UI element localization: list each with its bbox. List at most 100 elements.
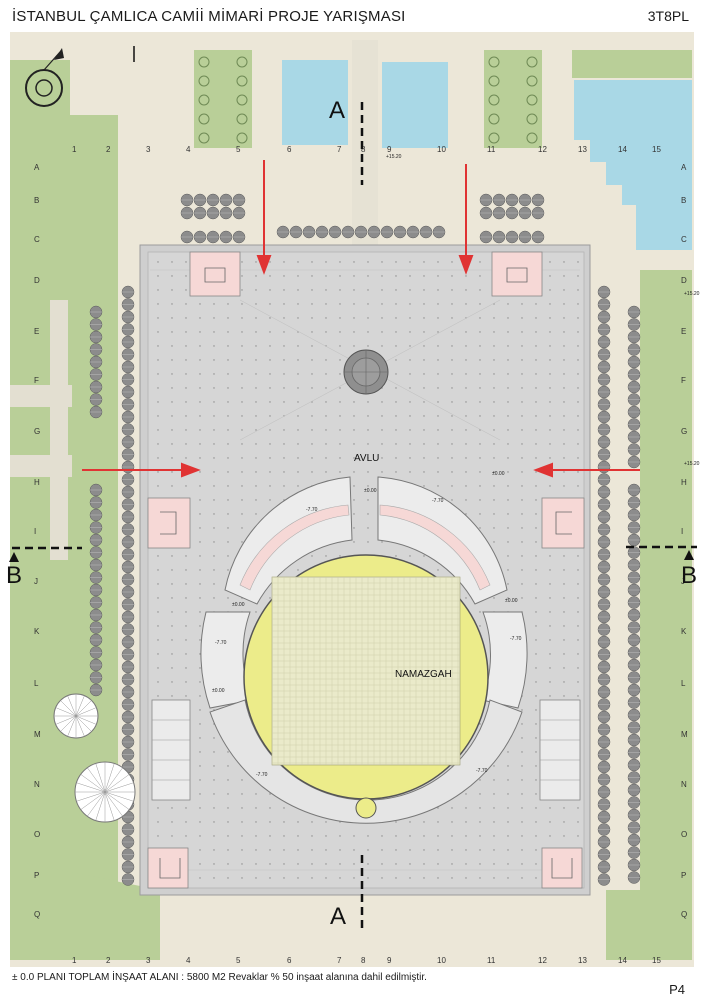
tree-icon	[627, 771, 641, 784]
tree-icon	[232, 206, 246, 220]
tree-icon	[597, 735, 611, 749]
tree-icon	[531, 206, 545, 220]
tree-icon	[393, 225, 407, 239]
tree-icon	[597, 498, 611, 511]
corner-pavilions	[147, 251, 585, 889]
tree-icon	[627, 443, 641, 456]
tree-icon	[121, 548, 135, 561]
tree-icon	[597, 285, 611, 299]
tree-icon	[627, 796, 641, 809]
tree-icon	[627, 821, 641, 834]
tree-icon	[597, 298, 611, 311]
grid-row-label: K	[34, 627, 40, 636]
tree-icon	[597, 660, 611, 674]
tree-icon	[597, 448, 611, 461]
tree-icon	[121, 610, 135, 624]
tree-icon	[627, 521, 641, 534]
grid-row-label: L	[34, 679, 39, 688]
tree-icon	[89, 646, 103, 659]
grid-column-label: 11	[487, 145, 496, 154]
tree-icon	[121, 698, 135, 711]
tree-icon	[627, 508, 641, 522]
grid-row-label: B	[34, 196, 39, 205]
tree-icon	[627, 721, 641, 734]
level-marker: ±0.00	[492, 471, 505, 477]
tree-icon	[531, 193, 545, 207]
grid-column-label: 9	[387, 145, 392, 154]
pool-1	[282, 60, 348, 145]
tree-icon	[121, 435, 135, 449]
footer-note: ± 0.0 PLANI TOPLAM İNŞAAT ALANI : 5800 M…	[12, 972, 427, 983]
tree-icon	[627, 671, 641, 684]
tree-icon	[597, 323, 611, 336]
grid-row-label: J	[681, 577, 685, 586]
grid-row-label: P	[34, 871, 39, 880]
tree-icon	[627, 418, 641, 431]
tree-icon	[627, 758, 641, 772]
project-code: 3T8PL	[647, 8, 689, 24]
tree-icon	[627, 746, 641, 759]
tree-icon	[627, 330, 641, 344]
tree-icon	[597, 785, 611, 799]
prayer-hall-label: NAMAZGAH	[395, 669, 452, 680]
tree-icon	[627, 393, 641, 406]
tree-icon	[89, 596, 103, 609]
tree-icon	[627, 583, 641, 597]
tree-icon	[597, 585, 611, 599]
tree-icon	[627, 571, 641, 584]
tree-icon	[627, 305, 641, 319]
tree-icon	[597, 510, 611, 524]
tree-icon	[121, 835, 135, 849]
tree-icon	[121, 573, 135, 586]
tree-icon	[89, 330, 103, 344]
tree-icon	[627, 558, 641, 572]
grid-column-label: 9	[387, 956, 392, 965]
tree-icon	[597, 848, 611, 861]
tree-icon	[315, 225, 329, 239]
tree-icon	[597, 348, 611, 361]
tree-icon	[121, 535, 135, 549]
level-marker: +15.20	[684, 291, 700, 297]
tree-icon	[432, 225, 446, 239]
tree-icon	[89, 546, 103, 559]
section-a-bottom: A	[330, 903, 346, 930]
tree-icon	[121, 385, 135, 399]
level-marker: -7.70	[306, 507, 318, 513]
grid-row-label: M	[681, 730, 688, 739]
tree-icon	[597, 423, 611, 436]
sheet-number: P4	[669, 982, 685, 997]
tree-icon	[121, 510, 135, 524]
tree-icon	[627, 368, 641, 381]
tree-icon	[597, 773, 611, 786]
tree-icon	[89, 368, 103, 381]
tree-icon	[597, 810, 611, 824]
section-lines	[12, 102, 697, 930]
tree-icon	[479, 206, 493, 220]
grid-column-label: 14	[618, 145, 627, 154]
grid-column-label: 6	[287, 145, 292, 154]
tree-icon	[302, 225, 316, 239]
tree-icon	[627, 380, 641, 394]
tree-icon	[89, 683, 103, 697]
grid-row-label: E	[681, 327, 686, 336]
tree-icon	[518, 206, 532, 220]
tree-icon	[597, 598, 611, 611]
tree-icon	[121, 373, 135, 386]
courtyard-grid	[157, 261, 579, 879]
tree-icon	[89, 633, 103, 647]
grid-column-label: 1	[72, 145, 77, 154]
tree-icon	[597, 610, 611, 624]
grid-column-label: 13	[578, 956, 587, 965]
tree-icon	[180, 206, 194, 220]
tree-icon	[531, 230, 545, 244]
grid-column-label: 8	[361, 956, 366, 965]
grid-column-label: 12	[538, 956, 547, 965]
tree-icon	[597, 748, 611, 761]
tree-icon	[121, 498, 135, 511]
tree-icon	[419, 225, 433, 239]
grid-row-label: I	[681, 527, 683, 536]
tree-icon	[89, 355, 103, 369]
tree-icon	[89, 571, 103, 584]
grid-column-label: 3	[146, 145, 151, 154]
tree-icon	[180, 230, 194, 244]
